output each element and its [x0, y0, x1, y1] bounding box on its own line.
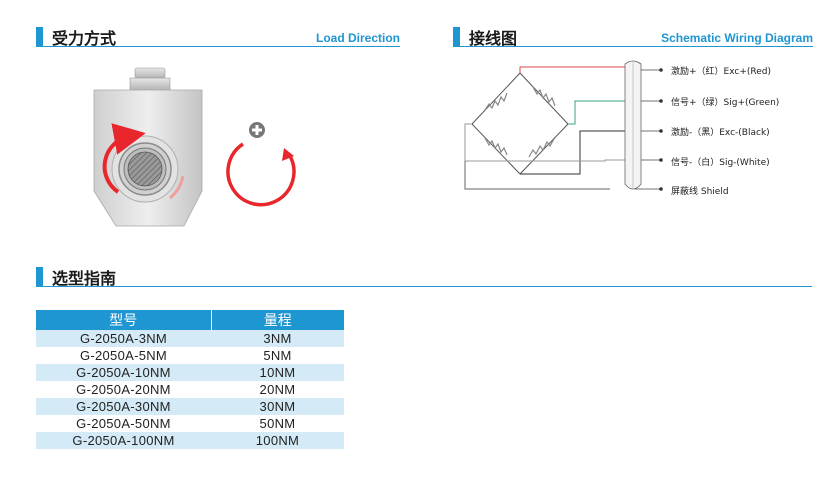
bridge-edge: [471, 123, 521, 175]
bridge-edge: [471, 72, 521, 125]
range-cell: 50NM: [259, 416, 296, 431]
wiring-diagram-title-cn: 接线图: [469, 29, 518, 48]
wire-exc-minus: [520, 130, 625, 175]
model-cell: G-2050A-20NM: [76, 382, 171, 397]
clockwise-arrow-icon: [226, 142, 296, 207]
bridge-edge: [519, 72, 569, 125]
section-marker: [453, 27, 460, 46]
resistor-icon: [532, 86, 556, 107]
wire-shield: [464, 161, 610, 190]
range-cell: 3NM: [211, 330, 344, 347]
wire-exc-plus: [519, 66, 625, 73]
selection-table: 型号 量程 G-2050A-3NM 3NM G-2050A-5NM 5NM G-…: [36, 310, 344, 449]
table-header-row: 型号 量程: [36, 310, 344, 330]
terminal-dot: [659, 99, 663, 103]
resistor-icon: [484, 137, 508, 156]
connector-top: [134, 67, 166, 79]
selection-guide-title: 选型指南: [52, 269, 117, 288]
wire-label-sig-minus: 信号-（白）Sig-(White): [671, 158, 770, 168]
selection-guide-header: 选型指南: [36, 265, 812, 288]
model-cell: G-2050A-10NM: [36, 364, 211, 381]
sensor-illustration: [93, 67, 296, 227]
load-direction-title-cn: 受力方式: [52, 29, 117, 48]
arrow-head: [282, 148, 294, 161]
wire-sig-plus: [568, 100, 625, 125]
wire-label-exc-plus: 激励+（红）Exc+(Red): [671, 67, 772, 77]
model-cell: G-2050A-50NM: [76, 416, 171, 431]
table-row: G-2050A-3NM 3NM: [36, 330, 344, 347]
terminal-dot: [659, 158, 663, 162]
model-cell: G-2050A-5NM: [79, 348, 168, 363]
terminal-dot: [659, 187, 663, 191]
section-rule: [453, 46, 813, 47]
model-cell: G-2050A-3NM: [36, 330, 211, 347]
model-cell: G-2050A-100NM: [36, 432, 211, 449]
arrow-tail: [168, 175, 185, 200]
terminal-dot: [659, 68, 663, 72]
clockwise-arrow-icon: [102, 123, 146, 194]
section-marker: [36, 27, 43, 46]
table-row: G-2050A-100NM 100NM: [36, 432, 344, 449]
range-cell: 10NM: [211, 364, 344, 381]
wire-label-shield: 屏蔽线 Shield: [671, 187, 729, 197]
section-rule: [36, 46, 400, 47]
model-cell: G-2050A-30NM: [36, 398, 211, 415]
load-direction-header: 受力方式 Load Direction: [36, 25, 400, 48]
wire-label-sig-plus: 信号+（绿）Sig+(Green): [671, 98, 780, 108]
column-header-model: 型号: [36, 310, 212, 330]
table-row: G-2050A-30NM 30NM: [36, 398, 344, 415]
wiring-diagram-title-en: Schematic Wiring Diagram: [661, 31, 813, 45]
shaft-core: [127, 151, 163, 187]
resistor-icon: [484, 92, 508, 111]
wire-label-exc-minus: 激励-（黑）Exc-(Black): [671, 128, 770, 138]
terminal-dot: [659, 129, 663, 133]
range-cell: 100NM: [211, 432, 344, 449]
load-direction-title-en: Load Direction: [315, 31, 400, 45]
table-row: G-2050A-10NM 10NM: [36, 364, 344, 381]
range-cell: 30NM: [211, 398, 344, 415]
resistor-icon: [528, 138, 555, 158]
wire-sig-minus: [464, 123, 625, 162]
range-cell: 5NM: [263, 348, 292, 363]
column-header-range: 量程: [211, 310, 344, 330]
wiring-schematic: [464, 60, 663, 191]
section-rule: [36, 286, 812, 287]
section-marker: [36, 267, 43, 286]
table-row: G-2050A-5NM 5NM: [36, 347, 344, 364]
connector-neck: [129, 77, 171, 91]
table-row: G-2050A-50NM 50NM: [36, 415, 344, 432]
plus-vertical: [255, 125, 259, 135]
wiring-diagram-header: 接线图 Schematic Wiring Diagram: [453, 25, 813, 48]
table-row: G-2050A-20NM 20NM: [36, 381, 344, 398]
range-cell: 20NM: [259, 382, 296, 397]
